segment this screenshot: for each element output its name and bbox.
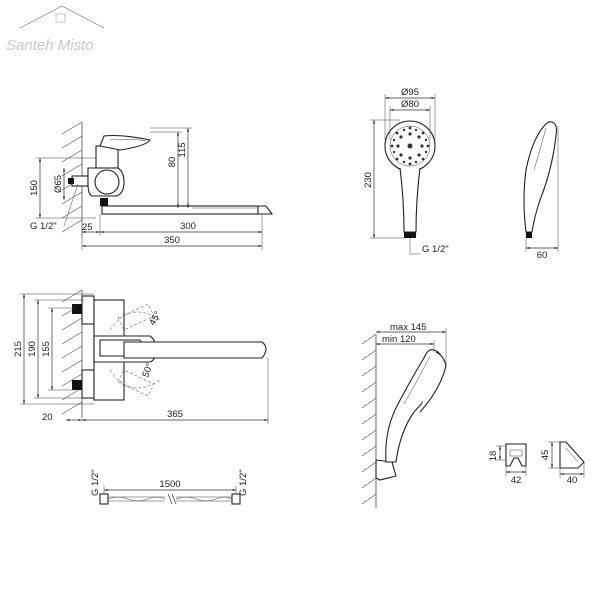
front-view-faucet: 45° 50° 215 190 155 20 365	[13, 289, 269, 424]
dim-300: 300	[180, 221, 196, 232]
dim-g12-shower: G 1/2"	[422, 244, 449, 255]
dim-155: 155	[41, 341, 52, 357]
dim-150: 150	[29, 180, 40, 196]
dim-g12-hose-left: G 1/2"	[90, 469, 101, 496]
dim-60: 60	[537, 250, 548, 261]
dim-40: 40	[567, 475, 578, 486]
dim-18: 18	[488, 451, 499, 462]
dim-42: 42	[511, 475, 522, 486]
dim-20: 20	[42, 412, 53, 423]
house-roof-icon	[19, 5, 105, 29]
dim-365: 365	[167, 409, 183, 420]
dim-45: 45	[540, 450, 551, 461]
dim-115: 115	[177, 142, 188, 157]
brand-logo: Santeh Misto	[6, 5, 105, 54]
dim-g12-hose-right: G 1/2"	[238, 469, 249, 496]
wall-holder-view: max 145 min 120	[361, 322, 447, 508]
dim-max145: max 145	[390, 322, 426, 333]
bracket-front-view: 18 42	[488, 443, 527, 486]
shower-head-side-view: 60	[523, 121, 559, 261]
dim-350: 350	[164, 235, 180, 246]
house-window-icon	[55, 13, 66, 23]
dim-min120: min 120	[382, 334, 416, 345]
dim-230: 230	[363, 172, 374, 188]
dim-45deg: 45°	[147, 309, 164, 327]
logo-text: Santeh Misto	[6, 37, 94, 54]
dim-d95: Ø95	[401, 87, 419, 98]
nozzle-pattern	[390, 126, 430, 166]
dim-80: 80	[167, 157, 178, 168]
side-view-faucet: 150 Ø65 80 115 G 1/2" 25 300 350	[29, 121, 274, 250]
dim-d80: Ø80	[401, 99, 419, 110]
bracket-side-view: 45 40	[540, 441, 585, 486]
dim-1500: 1500	[159, 479, 180, 490]
holder-wall-hatching	[361, 333, 377, 505]
shower-hose-view: 1500 G 1/2" G 1/2"	[90, 469, 249, 505]
dim-190: 190	[27, 341, 38, 357]
shower-head-front-view: Ø95 Ø80 230 G 1/2"	[363, 87, 449, 255]
dim-g12-side: G 1/2"	[30, 221, 57, 232]
dim-d65: Ø65	[53, 175, 64, 193]
dim-25: 25	[82, 222, 93, 233]
dim-215: 215	[13, 341, 24, 357]
dim-50deg: 50°	[140, 362, 155, 379]
